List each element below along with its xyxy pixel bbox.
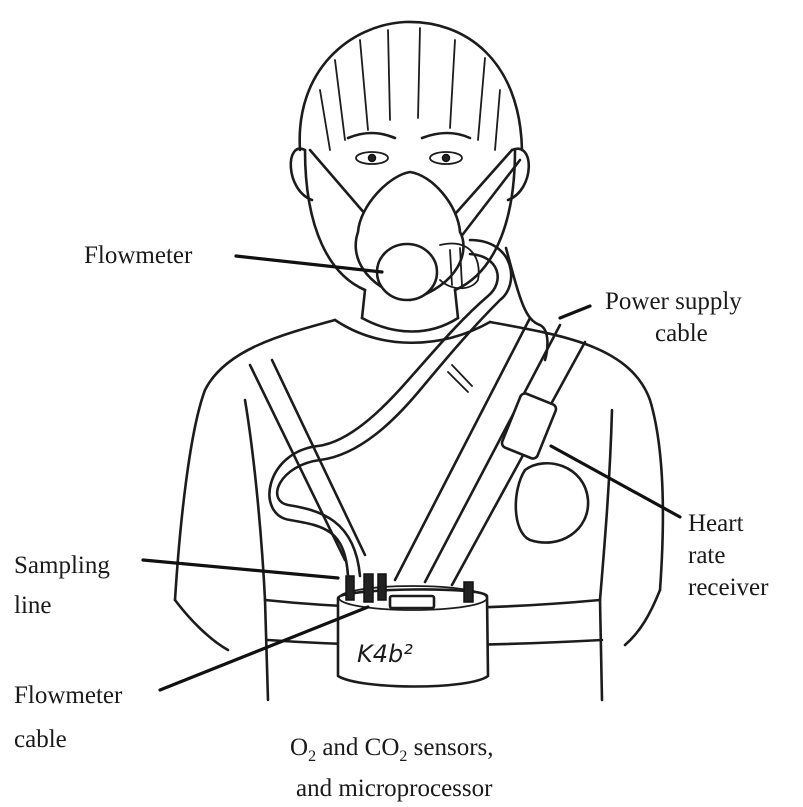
- heart-rate-leader: [551, 446, 680, 517]
- label-sampling-line: Sampling line: [14, 550, 110, 622]
- flowmeter-leader: [236, 256, 382, 272]
- label-flowmeter: Flowmeter: [84, 240, 192, 272]
- flowmeter-cable-leader: [160, 607, 368, 690]
- sampling-line-leader: [143, 560, 338, 578]
- label-sensors: O2 and CO2 sensors, and microprocessor: [290, 732, 494, 805]
- label-heart-rate-receiver: Heart rate receiver: [688, 508, 768, 604]
- label-power-supply-cable: Power supply cable: [605, 286, 742, 350]
- label-flowmeter-cable: Flowmeter cable: [14, 680, 122, 756]
- power-supply-leader: [560, 306, 590, 318]
